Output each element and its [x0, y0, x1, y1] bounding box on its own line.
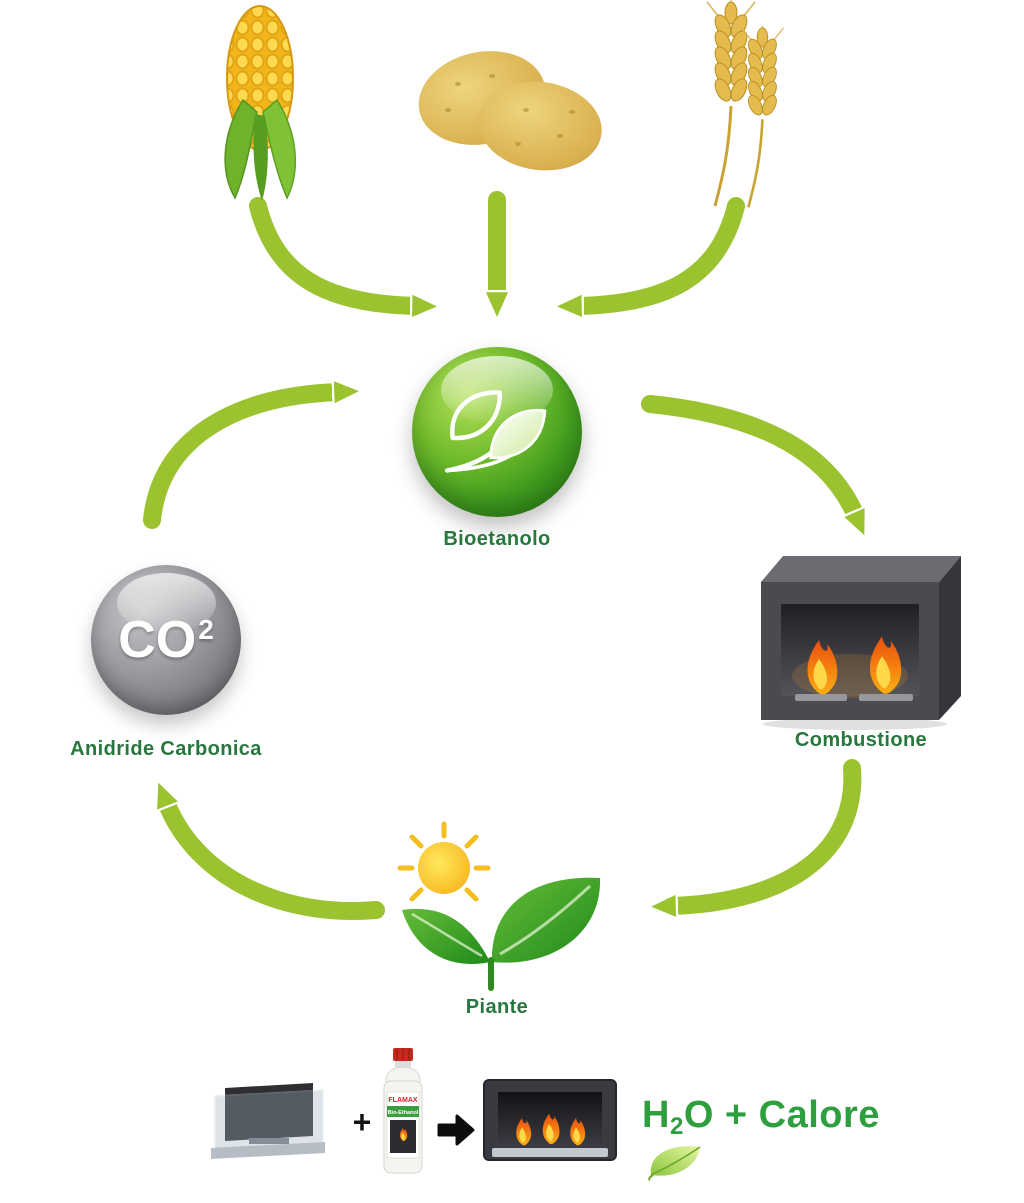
combustion-label: Combustione: [794, 729, 928, 751]
arrow-corn-to-bioethanol: [243, 191, 416, 321]
corn-icon: [205, 2, 315, 202]
bioethanol-label: Bioetanolo: [443, 528, 551, 550]
lit-fireplace-graphic: [483, 1079, 617, 1161]
bottle-brand-text: FLAMAX: [388, 1097, 417, 1104]
co2-sphere: CO2: [91, 565, 241, 715]
bottle-graphic: FLAMAX Bio-Ethanol: [383, 1048, 423, 1174]
fireplace-graphic: [761, 556, 961, 730]
leaf-icon: [646, 1138, 704, 1182]
co2-label: Anidride Carbonica: [70, 738, 262, 760]
black-arrow-graphic: [437, 1114, 475, 1146]
sun-icon: [397, 821, 491, 902]
wheat-graphic: [705, 0, 785, 209]
empty-fireplace-graphic: [211, 1083, 325, 1159]
corn-graphic: [224, 5, 296, 201]
lit-fireplace-icon: [482, 1078, 618, 1170]
arrow-co2-to-bioethanol: [137, 377, 338, 535]
plants-label: Piante: [465, 996, 529, 1018]
arrow-combustion-to-plants: [672, 753, 867, 921]
plant-leaves: [402, 877, 601, 991]
bottle-product-text: Bio-Ethanol: [388, 1110, 419, 1116]
wheat-icon: [693, 0, 803, 212]
black-arrow-icon: [436, 1112, 476, 1148]
arrow-plants-to-co2: [151, 802, 391, 926]
bioethanol-bottle-icon: FLAMAX Bio-Ethanol: [378, 1048, 428, 1176]
arrow-wheat-to-bioethanol: [578, 191, 751, 321]
empty-fireplace-icon: [205, 1080, 331, 1168]
bioethanol-sphere: [412, 347, 582, 517]
plant-icon: [392, 812, 610, 994]
equation-result: H2O + Calore: [642, 1094, 880, 1140]
leaf-pair-icon: [445, 390, 547, 473]
potatoes-graphic: [418, 51, 602, 171]
fireplace-icon: [755, 548, 967, 730]
plus-sign: +: [352, 1104, 372, 1140]
arrow-bioethanol-to-combustion: [635, 389, 871, 516]
potatoes-icon: [400, 40, 615, 180]
leaf-graphic: [648, 1146, 701, 1181]
co2-symbol: CO2: [118, 611, 214, 669]
plant-graphic: [397, 821, 601, 991]
